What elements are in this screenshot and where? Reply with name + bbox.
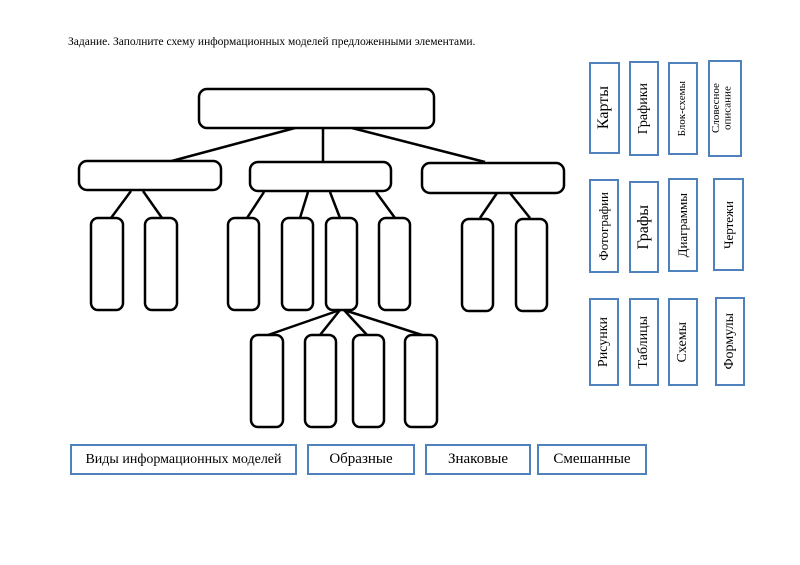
card-label: Блок-схемы [676, 80, 689, 137]
subleaf-box [303, 333, 338, 429]
connector [343, 309, 368, 336]
leaf-box [514, 217, 549, 313]
connector [141, 190, 164, 219]
leaf-box [226, 216, 261, 312]
card-label: Словесное описание [710, 83, 734, 134]
label-text: Знаковые [447, 451, 509, 467]
label-text: Виды информационных моделей [85, 451, 282, 467]
card-label: Графы [634, 204, 652, 250]
card-diagrammy[interactable]: Диаграммы [668, 178, 698, 272]
label-text: Образные [329, 451, 393, 467]
card-label: Формулы [721, 313, 737, 370]
connector [319, 309, 341, 336]
connector [245, 191, 266, 219]
leaf-box [460, 217, 495, 313]
card-slovesnoe-opisanie[interactable]: Словесное описание [708, 60, 742, 157]
label-smeshannye[interactable]: Смешанные [537, 444, 647, 475]
task-instruction: Задание. Заполните схему информационных … [68, 36, 476, 48]
subleaf-box [403, 333, 439, 429]
card-label: Диаграммы [675, 192, 691, 258]
card-label: Карты [595, 86, 613, 130]
label-text: Смешанные [553, 451, 631, 467]
card-grafy[interactable]: Графы [629, 181, 659, 273]
connector [328, 191, 342, 219]
leaf-box [377, 216, 412, 312]
leaf-box [280, 216, 315, 312]
card-chertezhi[interactable]: Чертежи [713, 178, 744, 271]
category-box [77, 159, 223, 192]
subleaf-box [351, 333, 386, 429]
connector [109, 190, 133, 219]
card-grafiki[interactable]: Графики [629, 61, 659, 156]
root-box [197, 87, 436, 130]
card-skhemy[interactable]: Схемы [668, 298, 698, 386]
card-label: Схемы [674, 321, 690, 363]
card-label: Таблицы [635, 315, 651, 369]
connector [167, 126, 296, 164]
card-label: Фотографии [596, 191, 612, 261]
card-formuly[interactable]: Формулы [715, 297, 745, 386]
category-box [420, 161, 566, 195]
card-risunki[interactable]: Рисунки [589, 298, 619, 386]
card-label: Рисунки [595, 316, 611, 368]
card-tablitsy[interactable]: Таблицы [629, 298, 659, 386]
label-vidy-modeley[interactable]: Виды информационных моделей [70, 444, 297, 475]
connector [509, 192, 531, 219]
leaf-box [89, 216, 125, 312]
card-karty[interactable]: Карты [589, 62, 620, 154]
card-blok-skhemy[interactable]: Блок-схемы [668, 62, 698, 155]
connector [267, 308, 341, 337]
connector [478, 192, 499, 219]
connector [298, 191, 310, 219]
leaf-box [324, 216, 359, 312]
label-znakovye[interactable]: Знаковые [425, 444, 531, 475]
card-label: Чертежи [720, 200, 736, 249]
card-fotografii[interactable]: Фотографии [589, 179, 619, 273]
connector [351, 126, 486, 164]
category-box [248, 160, 393, 193]
connector [343, 308, 423, 337]
label-obraznye[interactable]: Образные [307, 444, 415, 475]
subleaf-box [249, 333, 285, 429]
card-label: Графики [635, 82, 651, 135]
leaf-box [143, 216, 179, 312]
connector [374, 191, 397, 219]
